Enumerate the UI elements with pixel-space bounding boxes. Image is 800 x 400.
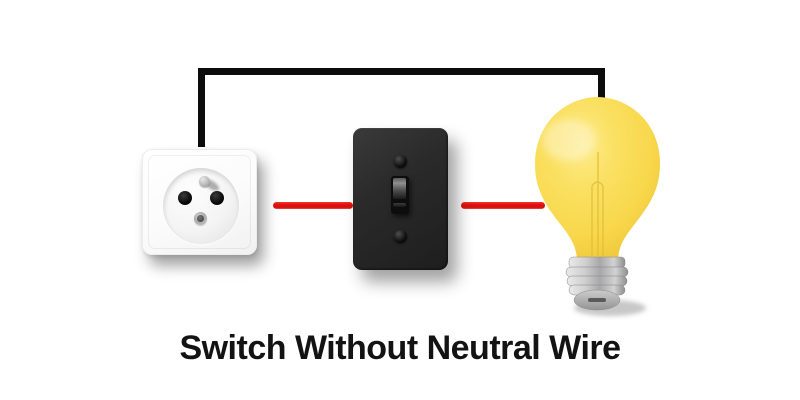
bulb-base-contact-slot xyxy=(588,298,606,302)
diagram-title: Switch Without Neutral Wire xyxy=(179,329,621,367)
socket-plate-inner-frame xyxy=(148,155,251,249)
wall-socket-icon xyxy=(142,149,257,255)
toggle-light-switch-icon xyxy=(353,128,448,270)
red-wire-outlet-to-switch xyxy=(273,202,353,209)
ground-pin xyxy=(199,176,210,187)
switch-toggle-face xyxy=(393,178,406,199)
bulb-glass-highlight xyxy=(542,119,596,161)
incandescent-bulb-icon xyxy=(535,97,660,316)
socket-hole-left xyxy=(178,191,192,205)
socket-hole-right xyxy=(210,191,224,205)
socket-screw xyxy=(194,212,207,225)
bulb-screw-base xyxy=(565,256,629,311)
switch-toggle-ridge xyxy=(393,203,406,207)
red-wire-switch-to-bulb xyxy=(461,202,545,209)
live-wire-left-vertical xyxy=(198,68,205,147)
live-wire-right-vertical xyxy=(598,68,605,102)
switch-screw-bottom xyxy=(394,230,407,243)
bulb-filament xyxy=(591,152,604,256)
switch-screw-top xyxy=(394,155,407,168)
live-wire-horizontal xyxy=(198,68,605,75)
switch-toggle-lever xyxy=(391,176,409,214)
socket-screw-core xyxy=(197,215,204,222)
